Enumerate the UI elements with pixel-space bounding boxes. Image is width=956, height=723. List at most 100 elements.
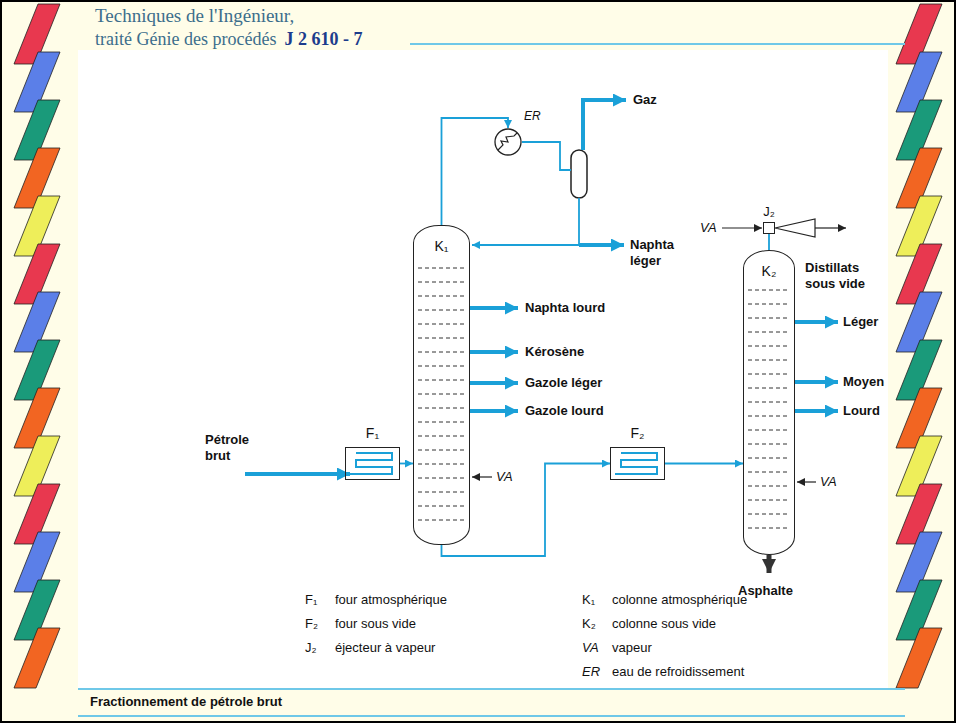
column-tray	[748, 318, 790, 319]
column-tray	[748, 486, 790, 487]
pipe-connector	[400, 463, 413, 465]
column-tray	[748, 416, 790, 417]
stream-label: Pétrole brut	[205, 432, 265, 464]
legend-text: K₁	[582, 592, 595, 608]
column-tag: K₂	[744, 263, 794, 279]
coil	[350, 453, 392, 474]
exchanger-coil	[498, 133, 517, 150]
ejector-tag: J₂	[757, 204, 781, 220]
legend-text: J₂	[305, 640, 317, 656]
column-tray	[418, 380, 465, 381]
pipe-connector	[768, 234, 770, 250]
steam-arrow	[797, 481, 816, 482]
legend-text: F₁	[305, 592, 317, 608]
column-tray	[748, 360, 790, 361]
column-trays	[418, 268, 790, 528]
column-tag: K₁	[414, 238, 469, 254]
column-tray	[748, 458, 790, 459]
stream-label: VA	[496, 469, 513, 485]
column-tray	[748, 500, 790, 501]
legend-text: K₂	[582, 616, 596, 632]
ejector-diffuser	[775, 219, 815, 237]
column-tray	[418, 268, 465, 269]
pipe-connector	[665, 463, 743, 465]
product-arrow	[470, 350, 518, 354]
stream-label: Naphta léger	[630, 237, 690, 269]
column-tray	[418, 310, 465, 311]
column-tray	[748, 514, 790, 515]
furnace-tag: F₂	[610, 423, 665, 443]
column-tray	[418, 450, 465, 451]
pipe	[522, 142, 571, 170]
exchanger-symbol	[494, 128, 522, 156]
overhead-lines	[472, 100, 626, 245]
legend-text: colonne atmosphérique	[612, 592, 747, 608]
gas-arrow	[583, 100, 626, 150]
column-tray	[418, 492, 465, 493]
column-tray	[748, 290, 790, 291]
legend-text: éjecteur à vapeur	[335, 640, 435, 656]
column-tray	[748, 374, 790, 375]
stream-label: Moyen	[843, 374, 884, 390]
column-tray	[418, 394, 465, 395]
furnace: F₁	[345, 423, 400, 480]
reflux-drum	[571, 150, 587, 198]
ejector-outlet	[815, 227, 846, 228]
steam-arrow	[722, 227, 762, 228]
legend-text: colonne sous vide	[612, 616, 716, 632]
stream-label: Léger	[843, 314, 878, 330]
column-tray	[418, 352, 465, 353]
stream-label: Lourd	[843, 403, 880, 419]
decor-tile	[14, 628, 60, 688]
product-arrow	[470, 306, 518, 310]
stream-label: Gazole léger	[525, 375, 602, 391]
furnace-box	[345, 447, 400, 480]
column-tray	[418, 408, 465, 409]
legend-text: F₂	[305, 616, 318, 632]
stream-label: VA	[820, 474, 837, 490]
legend-text: vapeur	[612, 640, 652, 656]
decor-tile	[896, 628, 942, 688]
column-tray	[748, 472, 790, 473]
column-tray	[418, 506, 465, 507]
stream-label: Kérosène	[525, 344, 584, 360]
product-arrows	[470, 308, 838, 411]
pipe-connector	[442, 464, 611, 557]
exchanger-tag: ER	[524, 108, 541, 124]
product-arrow	[795, 380, 838, 384]
legend-text: four atmosphérique	[335, 592, 447, 608]
furnace-tag: F₁	[345, 423, 400, 443]
reference-text: J 2 610 - 7	[284, 28, 362, 50]
column-tray	[418, 520, 465, 521]
legend-text: eau de refroidissement	[612, 664, 744, 680]
column-tray	[418, 422, 465, 423]
column-tray	[418, 296, 465, 297]
product-arrow	[579, 243, 624, 247]
steam-arrow	[472, 476, 492, 477]
feed-arrow	[245, 472, 350, 476]
coil	[615, 453, 657, 474]
column-tray	[748, 430, 790, 431]
decor-tiles	[14, 4, 942, 688]
column-tray	[418, 436, 465, 437]
rule-line	[410, 43, 905, 45]
legend-text: four sous vide	[335, 616, 416, 632]
product-arrow	[470, 409, 518, 413]
title-text: Techniques de l'Ingénieur,	[95, 5, 294, 27]
column-tray	[418, 464, 465, 465]
column-tray	[748, 528, 790, 529]
furnace-box	[610, 447, 665, 480]
content-ground	[78, 50, 888, 688]
column-tray	[748, 332, 790, 333]
product-arrow	[795, 409, 838, 413]
product-arrow	[795, 320, 838, 324]
reference-text: traité Génie des procédés	[95, 28, 276, 50]
steam-ejector: J₂	[757, 204, 781, 234]
legend-text: VA	[582, 640, 599, 656]
rule-line	[78, 688, 905, 690]
column-tray	[748, 346, 790, 347]
